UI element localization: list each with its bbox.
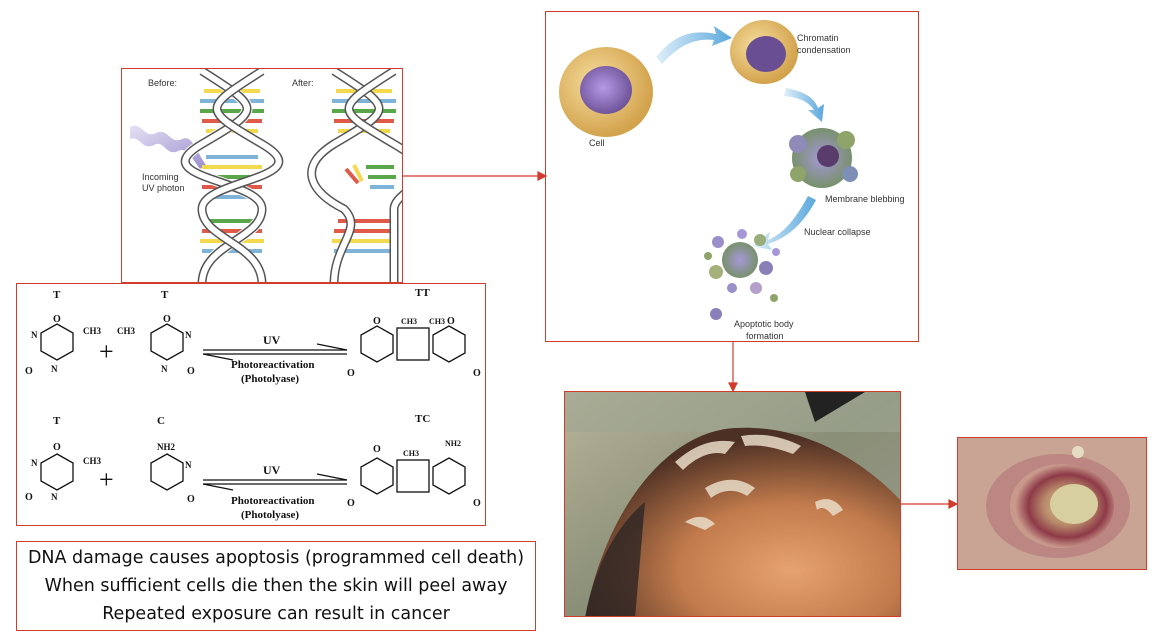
svg-text:N: N <box>31 458 38 468</box>
row2-right-label: C <box>157 415 165 427</box>
apoptotic-bodies <box>704 229 780 320</box>
svg-text:O: O <box>473 368 481 379</box>
apoptosis-stages-illustration <box>559 20 858 320</box>
row2-plus: + <box>99 465 114 494</box>
uv-photon-icon <box>130 125 206 169</box>
row2-product-ch3: CH3 <box>403 449 419 458</box>
chemistry-panel: T O O N N CH3 + T CH3 O O N N UV Photore… <box>16 283 486 526</box>
svg-text:O: O <box>187 494 195 505</box>
label-chromatin-1: Chromatin <box>797 33 839 43</box>
row1-plus: + <box>99 337 114 366</box>
row2-arrow-top: UV <box>263 463 281 477</box>
dna-panel: Before: After: Incoming UV photon <box>121 68 403 283</box>
row1-product-label: TT <box>415 287 430 299</box>
row1-ch3-b: CH3 <box>117 326 136 336</box>
dna-helix-illustration <box>130 69 402 282</box>
before-helix <box>179 69 284 282</box>
caption-line-1: DNA damage causes apoptosis (programmed … <box>27 548 525 568</box>
peeling-skin-image <box>565 392 900 616</box>
label-nuclear: Nuclear collapse <box>804 227 871 237</box>
row1-arrow-bottom2: (Photolyase) <box>241 373 299 385</box>
nucleus-icon <box>580 66 632 114</box>
svg-text:N: N <box>31 330 38 340</box>
label-apoptotic-2: formation <box>746 331 784 341</box>
svg-text:N: N <box>161 364 168 374</box>
peeling-skin-photo <box>564 391 901 617</box>
svg-text:O: O <box>373 316 381 327</box>
row2-nh2: NH2 <box>157 442 176 452</box>
after-helix <box>307 69 402 282</box>
row1-ch3: CH3 <box>83 326 102 336</box>
row2-ch3: CH3 <box>83 456 102 466</box>
svg-text:O: O <box>53 442 61 453</box>
row2-arrow-bottom2: (Photolyase) <box>241 509 299 521</box>
skin-cancer-photo <box>957 437 1147 570</box>
row2-product-label: TC <box>415 413 430 425</box>
svg-text:N: N <box>51 492 58 502</box>
photon-label-line2: UV photon <box>142 183 185 193</box>
label-blebbing: Membrane blebbing <box>825 194 905 204</box>
skin-lesion-image <box>958 438 1146 569</box>
svg-text:N: N <box>185 460 192 470</box>
svg-text:N: N <box>51 364 58 374</box>
svg-text:O: O <box>473 498 481 509</box>
svg-text:O: O <box>25 366 33 377</box>
row1-right-label: T <box>161 289 169 301</box>
stage-arrow-3 <box>752 196 816 250</box>
row1-product-ch3-a: CH3 <box>401 317 417 326</box>
row2-product-nh2: NH2 <box>445 439 461 448</box>
row1-left-label: T <box>53 289 61 301</box>
row1-product-ch3-b: CH3 <box>429 317 445 326</box>
svg-text:O: O <box>53 314 61 325</box>
caption-box: DNA damage causes apoptosis (programmed … <box>16 541 536 631</box>
caption-line-3: Repeated exposure can result in cancer <box>102 604 450 624</box>
label-chromatin-2: condensation <box>797 45 851 55</box>
stage-arrow-1 <box>656 26 732 64</box>
row2-arrow-bottom1: Photoreactivation <box>231 495 315 507</box>
svg-text:O: O <box>163 314 171 325</box>
svg-text:O: O <box>187 366 195 377</box>
svg-text:N: N <box>185 330 192 340</box>
label-cell: Cell <box>589 138 605 148</box>
apoptosis-panel: Cell Chromatin condensation Membrane ble… <box>545 11 919 342</box>
svg-text:O: O <box>347 498 355 509</box>
thymine-dimer-reactions: T O O N N CH3 + T CH3 O O N N UV Photore… <box>25 287 481 521</box>
photon-label-line1: Incoming <box>142 172 179 182</box>
svg-text:O: O <box>347 368 355 379</box>
stage-arrow-2 <box>784 88 824 122</box>
svg-text:O: O <box>25 492 33 503</box>
row2-left-label: T <box>53 415 61 427</box>
row1-arrow-bottom1: Photoreactivation <box>231 359 315 371</box>
svg-text:O: O <box>447 316 455 327</box>
before-label: Before: <box>148 78 178 88</box>
caption-line-2: When sufficient cells die then the skin … <box>44 576 508 596</box>
svg-text:O: O <box>373 444 381 455</box>
after-label: After: <box>292 78 314 88</box>
row1-arrow-top: UV <box>263 333 281 347</box>
label-apoptotic-1: Apoptotic body <box>734 319 794 329</box>
